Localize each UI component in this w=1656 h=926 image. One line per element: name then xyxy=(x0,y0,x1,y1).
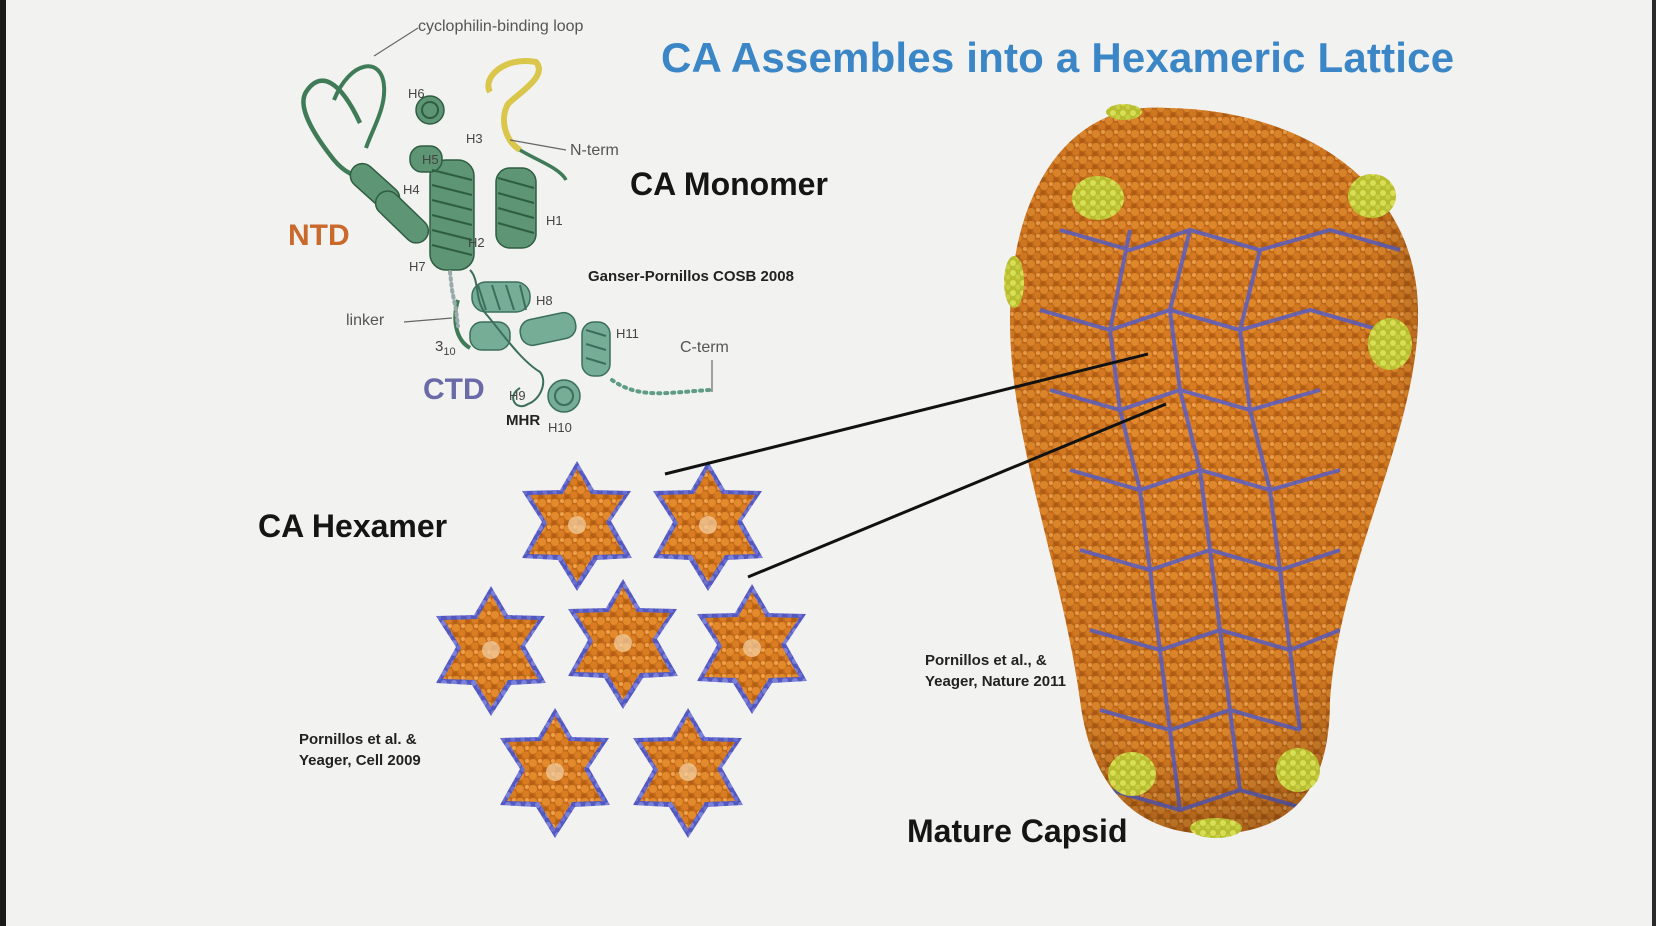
slide-frame-right xyxy=(1652,0,1656,926)
slide-title: CA Assembles into a Hexameric Lattice xyxy=(661,34,1455,81)
monomer-citation: Ganser-Pornillos COSB 2008 xyxy=(588,268,794,285)
helix-label-h7: H7 xyxy=(409,259,426,274)
c-term-label: C-term xyxy=(680,339,729,356)
slide-frame-left xyxy=(0,0,6,926)
ca-monomer-heading: CA Monomer xyxy=(630,166,828,202)
helix-label-h6: H6 xyxy=(408,86,425,101)
ctd-label: CTD xyxy=(423,373,485,406)
ntd-label: NTD xyxy=(288,219,350,252)
helix-label-h4: H4 xyxy=(403,182,420,197)
cyclophilin-loop-label: cyclophilin-binding loop xyxy=(418,18,584,35)
ca-monomer-ribbon xyxy=(301,27,713,413)
helix-label-h2: H2 xyxy=(468,235,485,250)
mature-capsid-model xyxy=(1004,104,1419,838)
helix-label-h1: H1 xyxy=(546,213,563,228)
hexamer-citation: Pornillos et al. & Yeager, Cell 2009 xyxy=(299,731,421,769)
capsid-citation: Pornillos et al., & Yeager, Nature 2011 xyxy=(925,652,1066,690)
helix-label-h10: H10 xyxy=(548,420,572,435)
ca-hexamer-lattice xyxy=(436,461,807,838)
zoom-callout-lines xyxy=(664,352,1167,579)
h3-10-label: 310 xyxy=(435,338,456,358)
helix-label-h5: H5 xyxy=(422,152,439,167)
mature-capsid-heading: Mature Capsid xyxy=(907,813,1128,849)
ca-hexamer-heading: CA Hexamer xyxy=(258,508,448,544)
n-term-label: N-term xyxy=(570,142,619,159)
helix-label-h11: H11 xyxy=(616,326,639,341)
mhr-label: MHR xyxy=(506,412,541,429)
helix-label-h8: H8 xyxy=(536,293,553,308)
helix-label-h9: H9 xyxy=(509,388,526,403)
helix-label-h3: H3 xyxy=(466,131,483,146)
linker-label: linker xyxy=(346,312,385,329)
